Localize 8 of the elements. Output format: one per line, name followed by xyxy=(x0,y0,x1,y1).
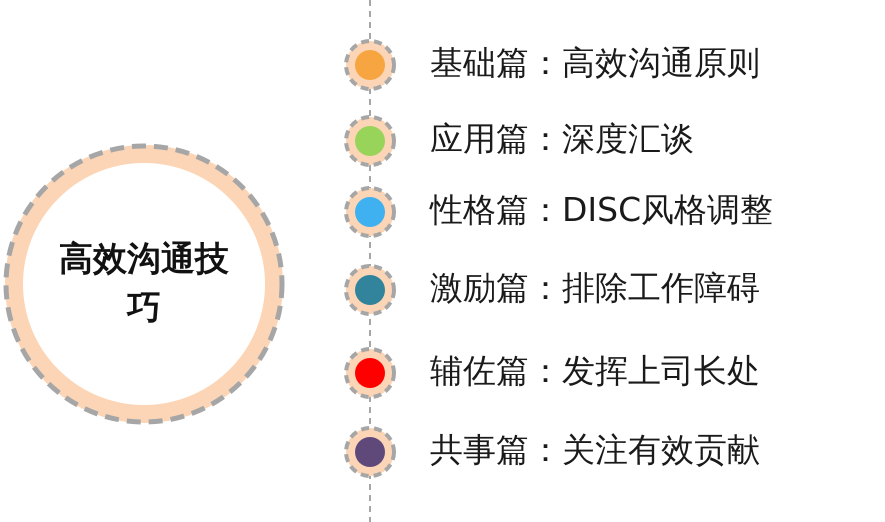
title-circle xyxy=(3,143,285,425)
topic-label: 辅佐篇：发挥上司长处 xyxy=(430,349,760,393)
title-text: 高效沟通技巧 xyxy=(58,238,230,330)
topic-label: 基础篇：高效沟通原则 xyxy=(430,41,760,85)
topic-label: 性格篇：DISC风格调整 xyxy=(430,188,774,232)
topic-label: 激励篇：排除工作障碍 xyxy=(430,266,760,310)
topic-label: 应用篇：深度汇谈 xyxy=(430,117,694,161)
topic-label: 共事篇：关注有效贡献 xyxy=(430,428,760,472)
